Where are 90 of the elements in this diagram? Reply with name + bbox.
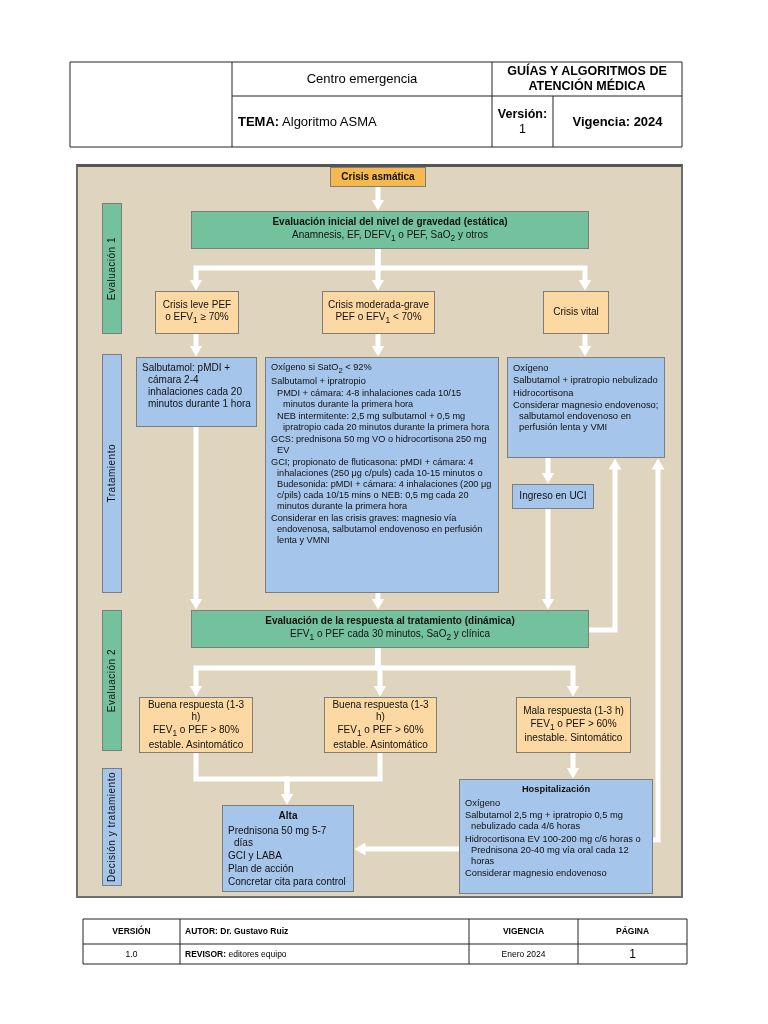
arrow [375, 249, 592, 291]
box-text: Oxígeno si SatO$_{2}$ < 92% [271, 362, 373, 376]
box-text: Hidrocortisona [513, 386, 575, 398]
footer-text: VIGENCIA [502, 926, 545, 937]
box-text: Ingreso en UCI [518, 490, 588, 502]
box-heading: Hospitalización [520, 784, 592, 796]
condition-box [543, 291, 609, 334]
header-text: Centro emergencia [306, 71, 418, 87]
footer-text: 1 [629, 946, 636, 962]
treatment-box [507, 357, 665, 458]
header-text: Versión: 1 [497, 106, 548, 137]
arrow [371, 334, 385, 357]
arrow [354, 842, 459, 856]
section-band [102, 610, 122, 751]
box-text: FEV$_{1}$ o PEF > 60% [336, 723, 425, 738]
box-text: GCI; propionato de fluticasona: pMDI + cámara: 4 inhalaciones (250 μg c/puls) cada 10-15 minutos o Budesonida: pMDI + cámara: 4 inhalaciones (200 μg c/pils) cada 10/15 mins o NEB: 0,5 mg cada 20 minutos durante la primera hora [271, 457, 493, 513]
arrow [651, 458, 665, 843]
box-text: estable. Asintomático [332, 738, 429, 751]
arrow [375, 648, 580, 697]
box-heading: Evaluación inicial del nivel de gravedad (estática) [271, 216, 509, 228]
box-text: Buena respuesta (1-3 h) [331, 698, 430, 723]
box-text: Crisis moderada-grave PEF o EFV$_{1}$ < 70% [326, 299, 431, 325]
box-text: Oxígeno [465, 798, 502, 810]
box-text: Prednisona 50 mg 5-7 días [228, 825, 328, 849]
condition-box [139, 697, 253, 753]
condition-box [516, 697, 631, 753]
section-label: Tratamiento [106, 444, 118, 503]
box-text: Mala respuesta (1-3 h) [522, 704, 625, 717]
treatment-box [222, 805, 354, 892]
treatment-box [265, 357, 499, 593]
box-text: Crisis asmática [340, 170, 416, 183]
arrow [589, 458, 622, 633]
box-text: inestable. Sintomático [523, 732, 624, 745]
arrow [189, 427, 203, 610]
evaluation-box [191, 610, 589, 648]
header-text: Vigencia: 2024 [572, 113, 663, 130]
footer-text: PÁGINA [615, 926, 650, 937]
footer-text: 1.0 [125, 948, 138, 960]
footer-text: REVISOR: editores equipo [185, 948, 287, 960]
box-text: PMDI + cámara: 4-8 inhalaciones cada 10/15 minutos durante la primera hora [276, 388, 463, 411]
header-text: TEMA: Algoritmo ASMA [238, 113, 377, 130]
box-text: NEB intermitente: 2,5 mg sulbutamol + 0,5 mg ipratropio cada 20 minutos durante la primera hora [276, 411, 491, 434]
box-text: Considerar magnesio endovenoso; salbutamol endovenoso en perfusión lenta y VMI [513, 398, 659, 433]
treatment-box [459, 779, 653, 894]
footer-text: Enero 2024 [501, 948, 546, 960]
section-band [102, 354, 122, 593]
box-text: FEV$_{1}$ o PEF > 60% [529, 717, 618, 732]
box-text: EFV$_{1}$ o PEF cada 30 minutos, SaO$_{2}$ y clínica [289, 628, 491, 642]
box-heading: Evaluación de la respuesta al tratamiento (dinámica) [264, 615, 516, 627]
arrow [280, 753, 383, 805]
box-text: Crisis vital [552, 306, 600, 318]
arrow [541, 458, 555, 484]
box-text: GCI y LABA [228, 850, 283, 862]
start-box [330, 167, 426, 187]
condition-box [322, 291, 435, 334]
box-text: Salbutamol + ipratropio [271, 376, 367, 388]
arrow [578, 334, 592, 357]
box-text: GCS: prednisona 50 mg VO o hidrocortisona 250 mg EV [271, 434, 488, 457]
arrow [371, 187, 385, 211]
arrow [541, 509, 555, 610]
section-label: Evaluación 2 [106, 648, 118, 713]
box-text: Considerar magnesio endovenoso [465, 868, 608, 880]
condition-box [155, 291, 239, 334]
treatment-box [512, 484, 594, 509]
evaluation-box [191, 211, 589, 249]
box-text: Anamnesis, EF, DEFV$_{1}$ o PEF, SaO$_{2}$ y otros [291, 229, 489, 243]
box-text: Buena respuesta (1-3 h) [146, 698, 246, 723]
box-text: Concretar cita para control [228, 876, 347, 888]
section-band [102, 203, 122, 334]
box-text: Salbutamol + ipratropio nebulizado [513, 374, 659, 386]
footer-text: AUTOR: Dr. Gustavo Ruiz [185, 926, 289, 937]
section-label: Evaluación 1 [106, 236, 118, 301]
box-text: Hidrocortisona EV 100-200 mg c/6 horas o Prednisona 20-40 mg vía oral cada 12 horas [465, 833, 642, 868]
treatment-box [136, 357, 257, 427]
footer-text: VERSIÓN [112, 926, 151, 937]
box-text: Crisis leve PEF o EFV$_{1}$ ≥ 70% [161, 299, 233, 325]
header-text: GUÍAS Y ALGORITMOS DE ATENCIÓN MÉDICA [506, 64, 668, 94]
box-text: Salbutamol: pMDI + cámara 2-4 inhalaciones cada 20 minutos durante 1 hora [142, 362, 251, 410]
section-label: Decisión y tratamiento [106, 772, 118, 882]
box-text: estable. Asintomático [147, 738, 245, 751]
box-text: FEV$_{1}$ o PEF > 80% [151, 723, 241, 738]
arrow [189, 334, 203, 357]
box-text: Salbutamol 2,5 mg + ipratropio 0,5 mg nebulizado cada 4/6 horas [465, 810, 624, 833]
box-text: Considerar en las crisis graves: magnesio vía endovenosa, salbutamol endovenoso en perfusión lenta y VMNI [271, 513, 484, 547]
arrow [566, 753, 580, 779]
box-text: Plan de acción [228, 863, 295, 875]
condition-box [324, 697, 437, 753]
arrow [371, 593, 385, 610]
box-heading: Alta [277, 810, 299, 822]
box-text: Oxígeno [513, 362, 550, 374]
